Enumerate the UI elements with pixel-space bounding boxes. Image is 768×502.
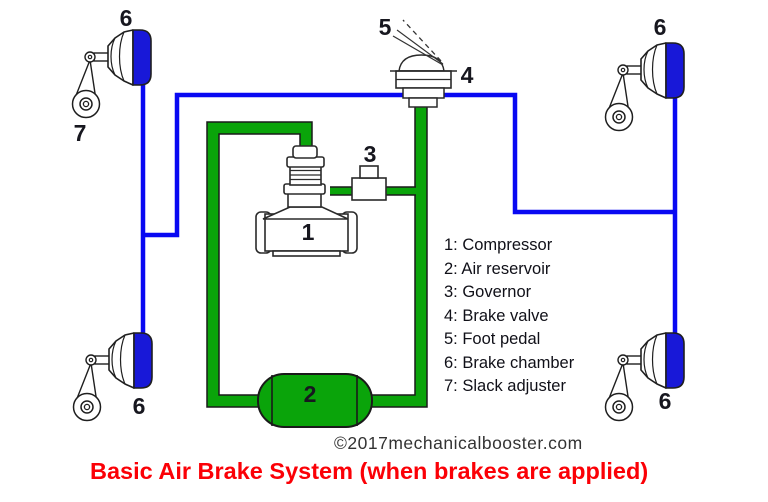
label-brake-chamber-bottom-left: 6 bbox=[132, 393, 146, 419]
label-governor: 3 bbox=[363, 141, 377, 167]
pedal-line-lower bbox=[392, 35, 444, 66]
brake-chamber-top-left bbox=[71, 29, 152, 119]
valve-dome bbox=[398, 54, 445, 72]
brake-valve bbox=[390, 54, 457, 108]
compressor-neck bbox=[287, 192, 322, 208]
reservoir-body bbox=[257, 373, 373, 428]
legend-item-compressor: 1: Compressor bbox=[444, 236, 553, 254]
air-reservoir bbox=[257, 373, 373, 428]
pipe-compressor-to-reservoir bbox=[207, 122, 312, 407]
governor-cap bbox=[359, 165, 379, 179]
label-brake-valve: 4 bbox=[460, 62, 474, 88]
label-brake-chamber-top-right: 6 bbox=[653, 14, 667, 40]
line-valve-distribution bbox=[145, 92, 675, 238]
label-brake-chamber-top-left: 6 bbox=[119, 5, 133, 31]
label-foot-pedal: 5 bbox=[378, 14, 392, 40]
pedal-line-dashed bbox=[402, 19, 442, 62]
pipe-reservoir-to-valve bbox=[371, 106, 427, 407]
governor bbox=[351, 165, 387, 201]
legend-item-brake-chamber: 6: Brake chamber bbox=[444, 353, 575, 372]
legend-item-slack-adjuster: 7: Slack adjuster bbox=[444, 377, 566, 395]
valve-body-middle bbox=[402, 87, 445, 99]
legend-item-governor: 3: Governor bbox=[444, 283, 532, 301]
label-slack-adjuster: 7 bbox=[73, 120, 87, 146]
copyright-text: ©2017mechanicalbooster.com bbox=[334, 433, 583, 453]
legend-item-air-reservoir: 2: Air reservoir bbox=[444, 259, 551, 278]
legend-item-brake-valve: 4: Brake valve bbox=[444, 306, 549, 325]
brake-chamber-top-right bbox=[604, 42, 685, 132]
compressor-shoulder bbox=[262, 206, 349, 220]
blue-brake-lines bbox=[140, 85, 678, 333]
compressor-rib-lines bbox=[290, 169, 321, 181]
compressor-top-cap bbox=[292, 145, 318, 159]
compressor-base bbox=[272, 250, 341, 257]
compressor bbox=[255, 145, 358, 257]
foot-pedal bbox=[392, 19, 444, 66]
label-compressor: 1 bbox=[301, 219, 315, 245]
label-brake-chamber-bottom-right: 6 bbox=[658, 388, 672, 414]
legend-item-foot-pedal: 5: Foot pedal bbox=[444, 330, 541, 348]
label-air-reservoir: 2 bbox=[303, 381, 317, 407]
pedal-line-upper bbox=[396, 29, 444, 65]
governor-body bbox=[351, 177, 387, 201]
diagram-title: Basic Air Brake System (when brakes are … bbox=[90, 458, 649, 484]
reservoir-seams bbox=[271, 375, 358, 426]
legend: 1: Compressor 2: Air reservoir 3: Govern… bbox=[444, 234, 574, 399]
valve-body-lower bbox=[408, 97, 438, 108]
